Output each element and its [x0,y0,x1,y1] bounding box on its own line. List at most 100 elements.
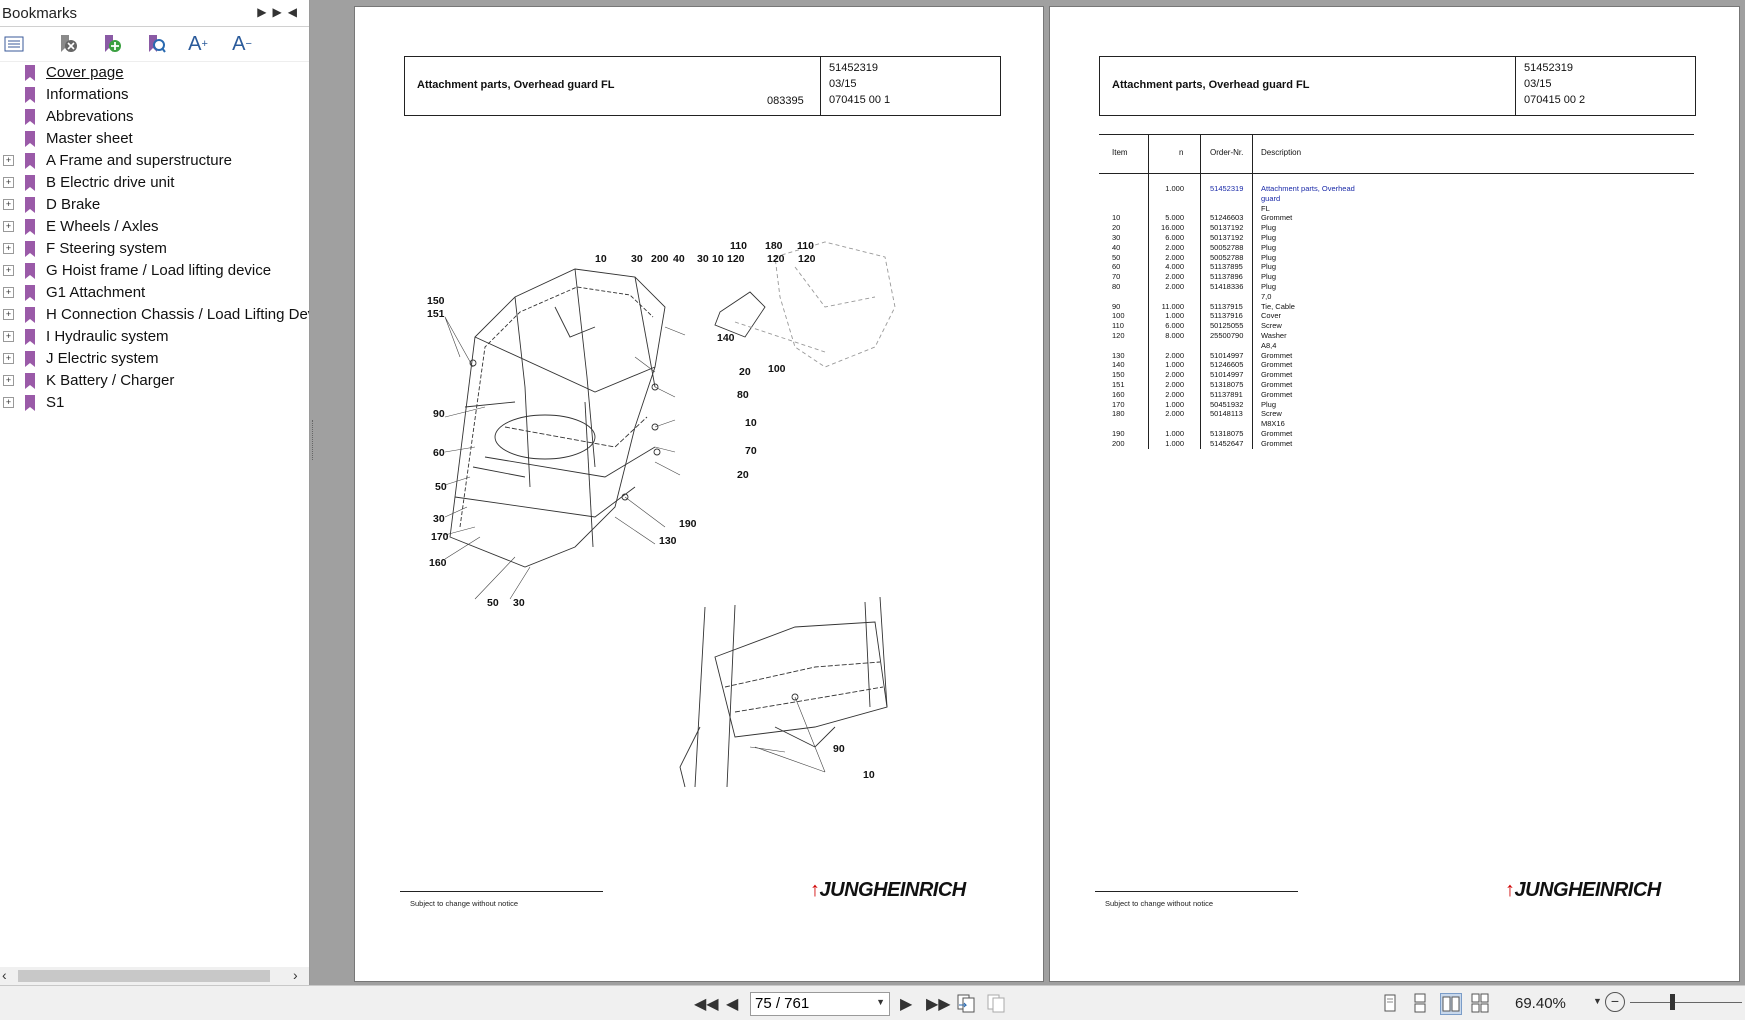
previous-page-icon[interactable]: ◀ [726,996,739,1013]
collapse-panel-icon[interactable]: ◀ [287,5,303,19]
cell-order[interactable]: 51452319 [1210,184,1244,193]
cell-order: 50052788 [1210,242,1244,252]
expand-toggle-icon[interactable]: + [3,397,14,408]
expand-toggle-icon[interactable]: + [3,265,14,276]
callout-number: 120 [767,253,785,265]
bookmark-item[interactable]: Cover page [0,62,309,84]
scroll-left-icon[interactable]: ‹ [2,967,7,983]
col-header-item: Item [1112,148,1128,157]
find-bookmark-icon[interactable] [144,32,168,56]
expand-toggle-icon[interactable]: + [3,155,14,166]
expand-toggle-icon[interactable]: + [3,375,14,386]
cell-item: 40 [1112,242,1121,252]
cell-order: 51137915 [1210,301,1243,311]
cell-item: 130 [1112,350,1125,360]
expand-toggle-icon[interactable]: + [3,243,14,254]
page-title: Attachment parts, Overhead guard FL [1112,79,1310,91]
expand-toggle-icon[interactable]: + [3,199,14,210]
bookmark-item[interactable]: +H Connection Chassis / Load Lifting Dev… [0,304,309,326]
footer-note: Subject to change without notice [1105,899,1213,908]
next-page-icon[interactable]: ▶ [900,996,913,1013]
page-number-input[interactable] [751,993,865,1013]
bookmark-item[interactable]: +J Electric system [0,348,309,370]
cell-order: 51137896 [1210,272,1243,282]
delete-bookmark-icon[interactable] [56,32,80,56]
expand-toggle-icon[interactable]: + [3,353,14,364]
callout-number: 100 [768,363,786,375]
new-bookmark-icon[interactable] [100,32,124,56]
zoom-slider[interactable] [1630,1002,1742,1003]
bookmarks-header: Bookmarks ▶▶◀ [0,0,309,27]
bookmark-item[interactable]: + A Frame and superstructure [0,150,309,172]
callout-number: 150 [427,295,445,307]
cell-item: 50 [1112,252,1121,262]
bookmark-item[interactable]: +G1 Attachment [0,282,309,304]
zoom-level[interactable]: 69.40% [1515,995,1566,1012]
bookmark-item[interactable]: +F Steering system [0,238,309,260]
bookmark-item[interactable]: + G Hoist frame / Load lifting device [0,260,309,282]
expand-toggle-icon[interactable]: + [3,309,14,320]
scroll-right-icon[interactable]: › [293,967,298,983]
bookmark-item[interactable]: +E Wheels / Axles [0,216,309,238]
bookmark-options-icon[interactable] [2,32,26,56]
expand-toggle-icon[interactable]: + [3,331,14,342]
cell-desc[interactable]: Attachment parts, Overhead [1261,184,1355,193]
next-view-icon[interactable] [986,993,1006,1013]
bookmark-item[interactable]: Abbrevations [0,106,309,128]
expand-panel-icon[interactable]: ▶▶ [257,5,288,19]
bookmark-label: A Frame and superstructure [46,152,232,169]
bookmark-item[interactable]: +B Electric drive unit [0,172,309,194]
bookmark-item[interactable]: +K Battery / Charger [0,370,309,392]
page-header-box: Attachment parts, Overhead guard FL 5145… [1099,56,1696,116]
bookmark-label: G Hoist frame / Load lifting device [46,262,272,279]
bookmarks-toolbar: A+ A− [0,27,309,62]
decrease-text-size-icon[interactable]: A− [232,32,252,55]
callout-number: 190 [679,518,697,530]
bookmark-item[interactable]: +D Brake [0,194,309,216]
bookmark-label: Abbrevations [46,108,134,125]
cell-desc: Screw [1261,321,1282,331]
callout-number: 50 [435,481,447,493]
cell-n: 8.000 [1165,331,1184,340]
bookmark-item[interactable]: +S1 [0,392,309,414]
scrollbar-thumb[interactable] [18,970,270,982]
continuous-facing-view-icon[interactable] [1470,993,1490,1013]
first-page-icon[interactable]: ◀◀ [694,996,719,1013]
continuous-view-icon[interactable] [1410,993,1430,1013]
expand-toggle-icon[interactable]: + [3,221,14,232]
facing-view-icon[interactable] [1440,993,1462,1015]
bookmark-item[interactable]: Informations [0,84,309,106]
cell-desc: Grommet [1261,389,1293,399]
bookmarks-horizontal-scrollbar[interactable]: ‹ › [0,967,309,985]
cell-item: 190 [1112,429,1125,438]
previous-view-icon[interactable] [956,993,976,1013]
cell-item: 120 [1112,331,1125,340]
increase-text-size-icon[interactable]: A+ [188,32,208,55]
single-page-view-icon[interactable] [1380,993,1400,1013]
expand-toggle-icon[interactable]: + [3,287,14,298]
bookmarks-title: Bookmarks [2,5,78,22]
panel-splitter[interactable] [312,420,317,460]
zoom-out-icon[interactable]: − [1605,992,1625,1012]
page-dropdown-icon[interactable]: ▼ [876,997,885,1007]
bookmark-item[interactable]: Master sheet [0,128,309,150]
page-title: Attachment parts, Overhead guard FL [417,79,615,91]
page-number-field[interactable]: ▼ [750,992,890,1016]
zoom-slider-thumb[interactable] [1670,994,1676,1010]
cell-desc[interactable]: guard [1261,193,1281,203]
cell-item: 200 [1112,438,1125,448]
cell-order: 51014997 [1210,370,1244,380]
cell-item: 151 [1112,380,1125,389]
expand-toggle-icon[interactable]: + [3,177,14,188]
bookmark-item[interactable]: +I Hydraulic system [0,326,309,348]
cell-order: 51137916 [1210,311,1243,321]
cell-n: 2.000 [1165,370,1184,380]
cell-n: 1.000 [1165,429,1184,438]
cell-order: 50451932 [1210,399,1244,409]
callout-number: 110 [730,240,747,252]
last-page-icon[interactable]: ▶▶ [926,996,951,1013]
zoom-dropdown-icon[interactable]: ▼ [1593,996,1602,1006]
